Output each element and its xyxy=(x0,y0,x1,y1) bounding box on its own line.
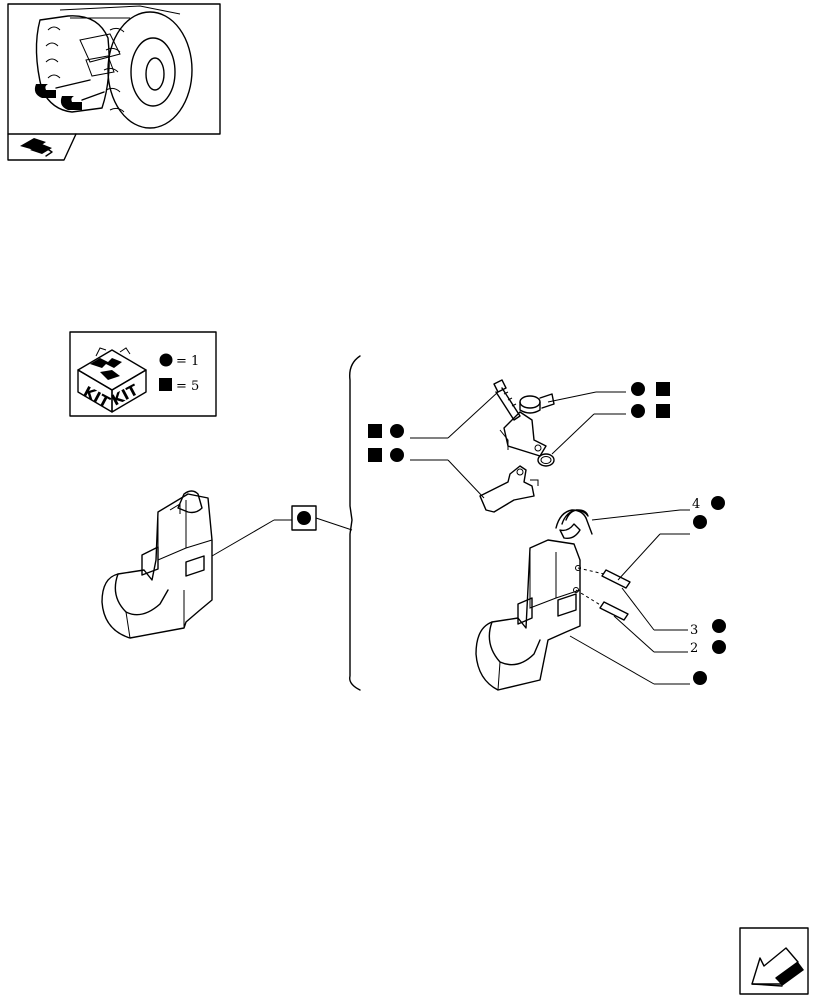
upper-pin-ref-number: 3 xyxy=(690,623,698,638)
square-quantity-label: = 5 xyxy=(176,379,199,394)
assembled-hook-leader xyxy=(211,519,275,557)
square-symbol xyxy=(159,378,172,391)
nut-callout[interactable] xyxy=(631,382,670,396)
exploded-hook xyxy=(475,539,581,691)
latch-lever-callout[interactable] xyxy=(368,448,404,462)
latch-plate-part xyxy=(499,411,547,457)
upper-pin-callout[interactable]: 3 xyxy=(690,619,726,638)
bolt-callout[interactable] xyxy=(368,424,404,438)
circle-quantity-label: = 1 xyxy=(176,354,199,369)
spring-part xyxy=(555,509,593,540)
hook-body-upper-callout[interactable] xyxy=(693,515,707,529)
spring-callout[interactable]: 4 xyxy=(692,496,725,512)
kit-right-label: KIT xyxy=(108,380,141,409)
snap-ring-callout[interactable] xyxy=(631,404,670,418)
thumbnail-panel[interactable] xyxy=(7,3,221,161)
lower-pin-ref-number: 2 xyxy=(690,641,698,656)
lower-pin-part xyxy=(575,589,629,621)
spring-ref-number: 4 xyxy=(692,497,700,512)
snap-ring-part xyxy=(537,453,555,467)
circle-symbol xyxy=(159,353,173,367)
upper-pin-part xyxy=(577,567,631,589)
latch-lever-part xyxy=(479,465,539,513)
assembled-hook xyxy=(101,490,213,639)
kit-legend: KIT KIT = 1 = 5 xyxy=(69,331,217,417)
tractor-thumbnail-image xyxy=(34,5,193,129)
nut-part xyxy=(519,393,555,414)
bolt-part xyxy=(493,379,521,421)
book-arrow-icon xyxy=(20,138,53,157)
exploded-view-bracket xyxy=(349,355,361,691)
kit-box-icon: KIT KIT xyxy=(77,347,147,413)
assembly-ref-badge[interactable] xyxy=(291,505,317,531)
arrow-back-icon[interactable] xyxy=(739,927,809,995)
hook-body-lower-callout[interactable] xyxy=(693,671,707,685)
lower-pin-callout[interactable]: 2 xyxy=(690,640,726,656)
kit-left-label: KIT xyxy=(80,383,113,412)
